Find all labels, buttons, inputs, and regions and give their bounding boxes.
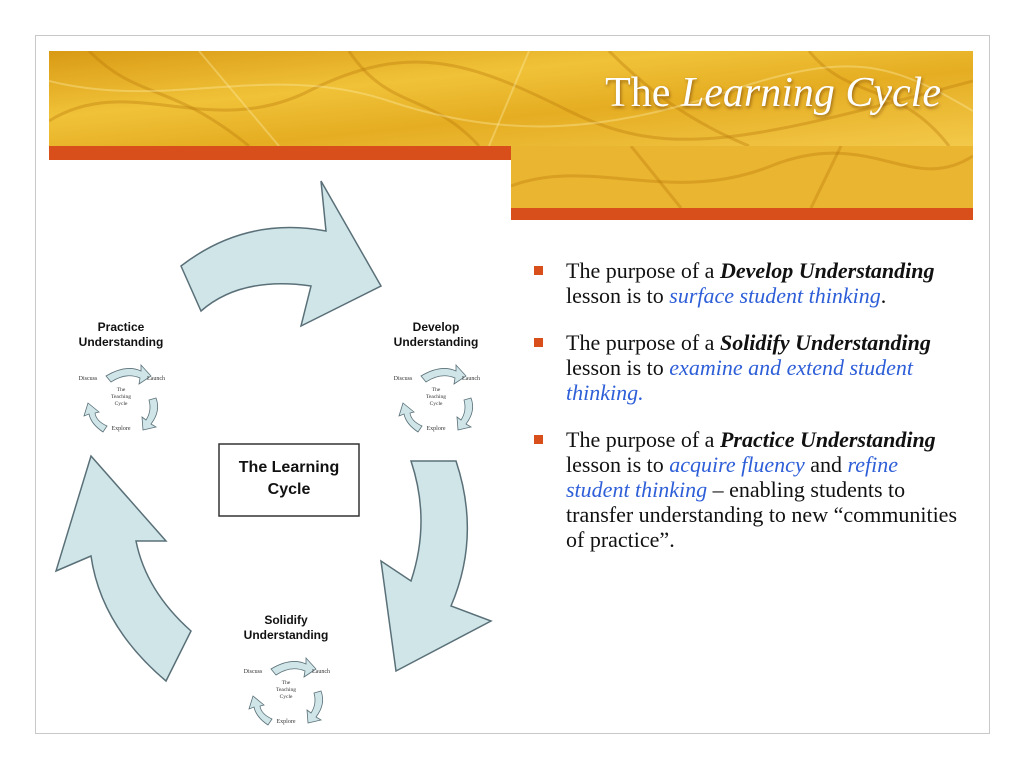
mini-arrow-left xyxy=(398,402,423,433)
mini-center-line2: Teaching xyxy=(276,687,296,693)
cycle-arrow-right xyxy=(380,460,493,673)
node-practice-line1: Practice xyxy=(98,320,145,334)
mini-center-line2: Teaching xyxy=(111,394,131,400)
center-label-box xyxy=(218,443,360,517)
bullet-text: . xyxy=(880,283,887,308)
title-italic: Learning Cycle xyxy=(680,70,941,116)
mini-label-left: Discuss xyxy=(394,376,413,382)
node-develop-line1: Develop xyxy=(413,320,460,334)
slide-title: The Learning Cycle xyxy=(605,69,941,117)
bullet-text: lesson is to xyxy=(566,283,670,308)
accent-stripe-left xyxy=(49,146,511,160)
bullet-text: The purpose of a xyxy=(566,258,720,283)
mini-label-right: Launch xyxy=(312,669,330,675)
bullet-square-icon xyxy=(534,338,543,347)
bullet-text: – enabling students to transfer understa… xyxy=(566,477,958,552)
title-banner xyxy=(49,51,973,146)
banner-extension xyxy=(511,146,973,208)
mini-label-bottom: Explore xyxy=(112,426,131,432)
mini-center-line3: Cycle xyxy=(280,694,293,700)
bullet-text: lesson is to xyxy=(566,452,670,477)
center-label-line1: The Learning xyxy=(239,459,339,476)
bullet-text: lesson is to xyxy=(566,355,670,380)
bullet-square-icon xyxy=(534,435,543,444)
bullet-develop: The purpose of a Develop Understanding l… xyxy=(531,258,961,308)
mini-center-line1: The xyxy=(117,387,126,393)
bullet-emphasis: Solidify Understanding xyxy=(719,330,931,355)
mini-arrow-right xyxy=(306,690,324,724)
mini-label-left: Discuss xyxy=(244,669,263,675)
learning-cycle-diagram: The Learning Cycle Practice Understandin… xyxy=(54,180,493,726)
mini-label-left: Discuss xyxy=(79,376,98,382)
cycle-arrow-top xyxy=(180,180,383,328)
bullet-highlight: examine and extend student thinking. xyxy=(566,355,914,405)
node-develop: Develop Understanding Discuss Launch The… xyxy=(394,320,480,433)
node-practice: Practice Understanding Discuss Launch Th… xyxy=(79,320,165,433)
mini-arrow-top xyxy=(270,656,317,678)
bullet-text: The purpose of a xyxy=(566,330,720,355)
bullet-emphasis: Practice Understanding xyxy=(719,427,936,452)
bullet-highlight: acquire fluency xyxy=(669,452,805,477)
mini-center-line3: Cycle xyxy=(115,401,128,407)
mini-arrow-left xyxy=(83,402,108,433)
title-prefix: The xyxy=(605,70,671,116)
bullet-square-icon xyxy=(534,266,543,275)
accent-stripe-right xyxy=(511,208,973,220)
mini-label-right: Launch xyxy=(462,376,480,382)
mini-arrow-left xyxy=(248,695,273,726)
bullet-highlight: surface student thinking xyxy=(669,283,881,308)
bullet-text: The purpose of a xyxy=(566,427,720,452)
mini-label-right: Launch xyxy=(147,376,165,382)
node-solidify-line2: Understanding xyxy=(244,628,329,642)
mini-arrow-right xyxy=(141,397,159,431)
bullet-highlight: refine student thinking xyxy=(566,452,898,502)
node-solidify: Solidify Understanding Discuss Launch Th… xyxy=(244,613,330,726)
mini-center-line1: The xyxy=(432,387,441,393)
mini-label-bottom: Explore xyxy=(427,426,446,432)
bullet-text: and xyxy=(804,452,848,477)
mini-center-line2: Teaching xyxy=(426,394,446,400)
bullet-emphasis: Develop Understanding xyxy=(719,258,935,283)
center-label-line2: Cycle xyxy=(268,481,311,498)
cycle-arrow-left xyxy=(54,454,192,683)
mini-center-line1: The xyxy=(282,680,291,686)
bullet-list: The purpose of a Develop Understanding l… xyxy=(531,258,961,574)
node-develop-line2: Understanding xyxy=(394,335,479,349)
mini-arrow-top xyxy=(420,363,467,385)
mini-arrow-right xyxy=(456,397,474,431)
node-practice-line2: Understanding xyxy=(79,335,164,349)
bullet-solidify: The purpose of a Solidify Understanding … xyxy=(531,330,961,405)
mini-arrow-top xyxy=(105,363,152,385)
slide-frame: The Learning Cycle The Learning Cycle Pr… xyxy=(35,35,990,734)
mini-center-line3: Cycle xyxy=(430,401,443,407)
node-solidify-line1: Solidify xyxy=(264,613,308,627)
mini-label-bottom: Explore xyxy=(277,719,296,725)
bullet-practice: The purpose of a Practice Understanding … xyxy=(531,427,961,552)
